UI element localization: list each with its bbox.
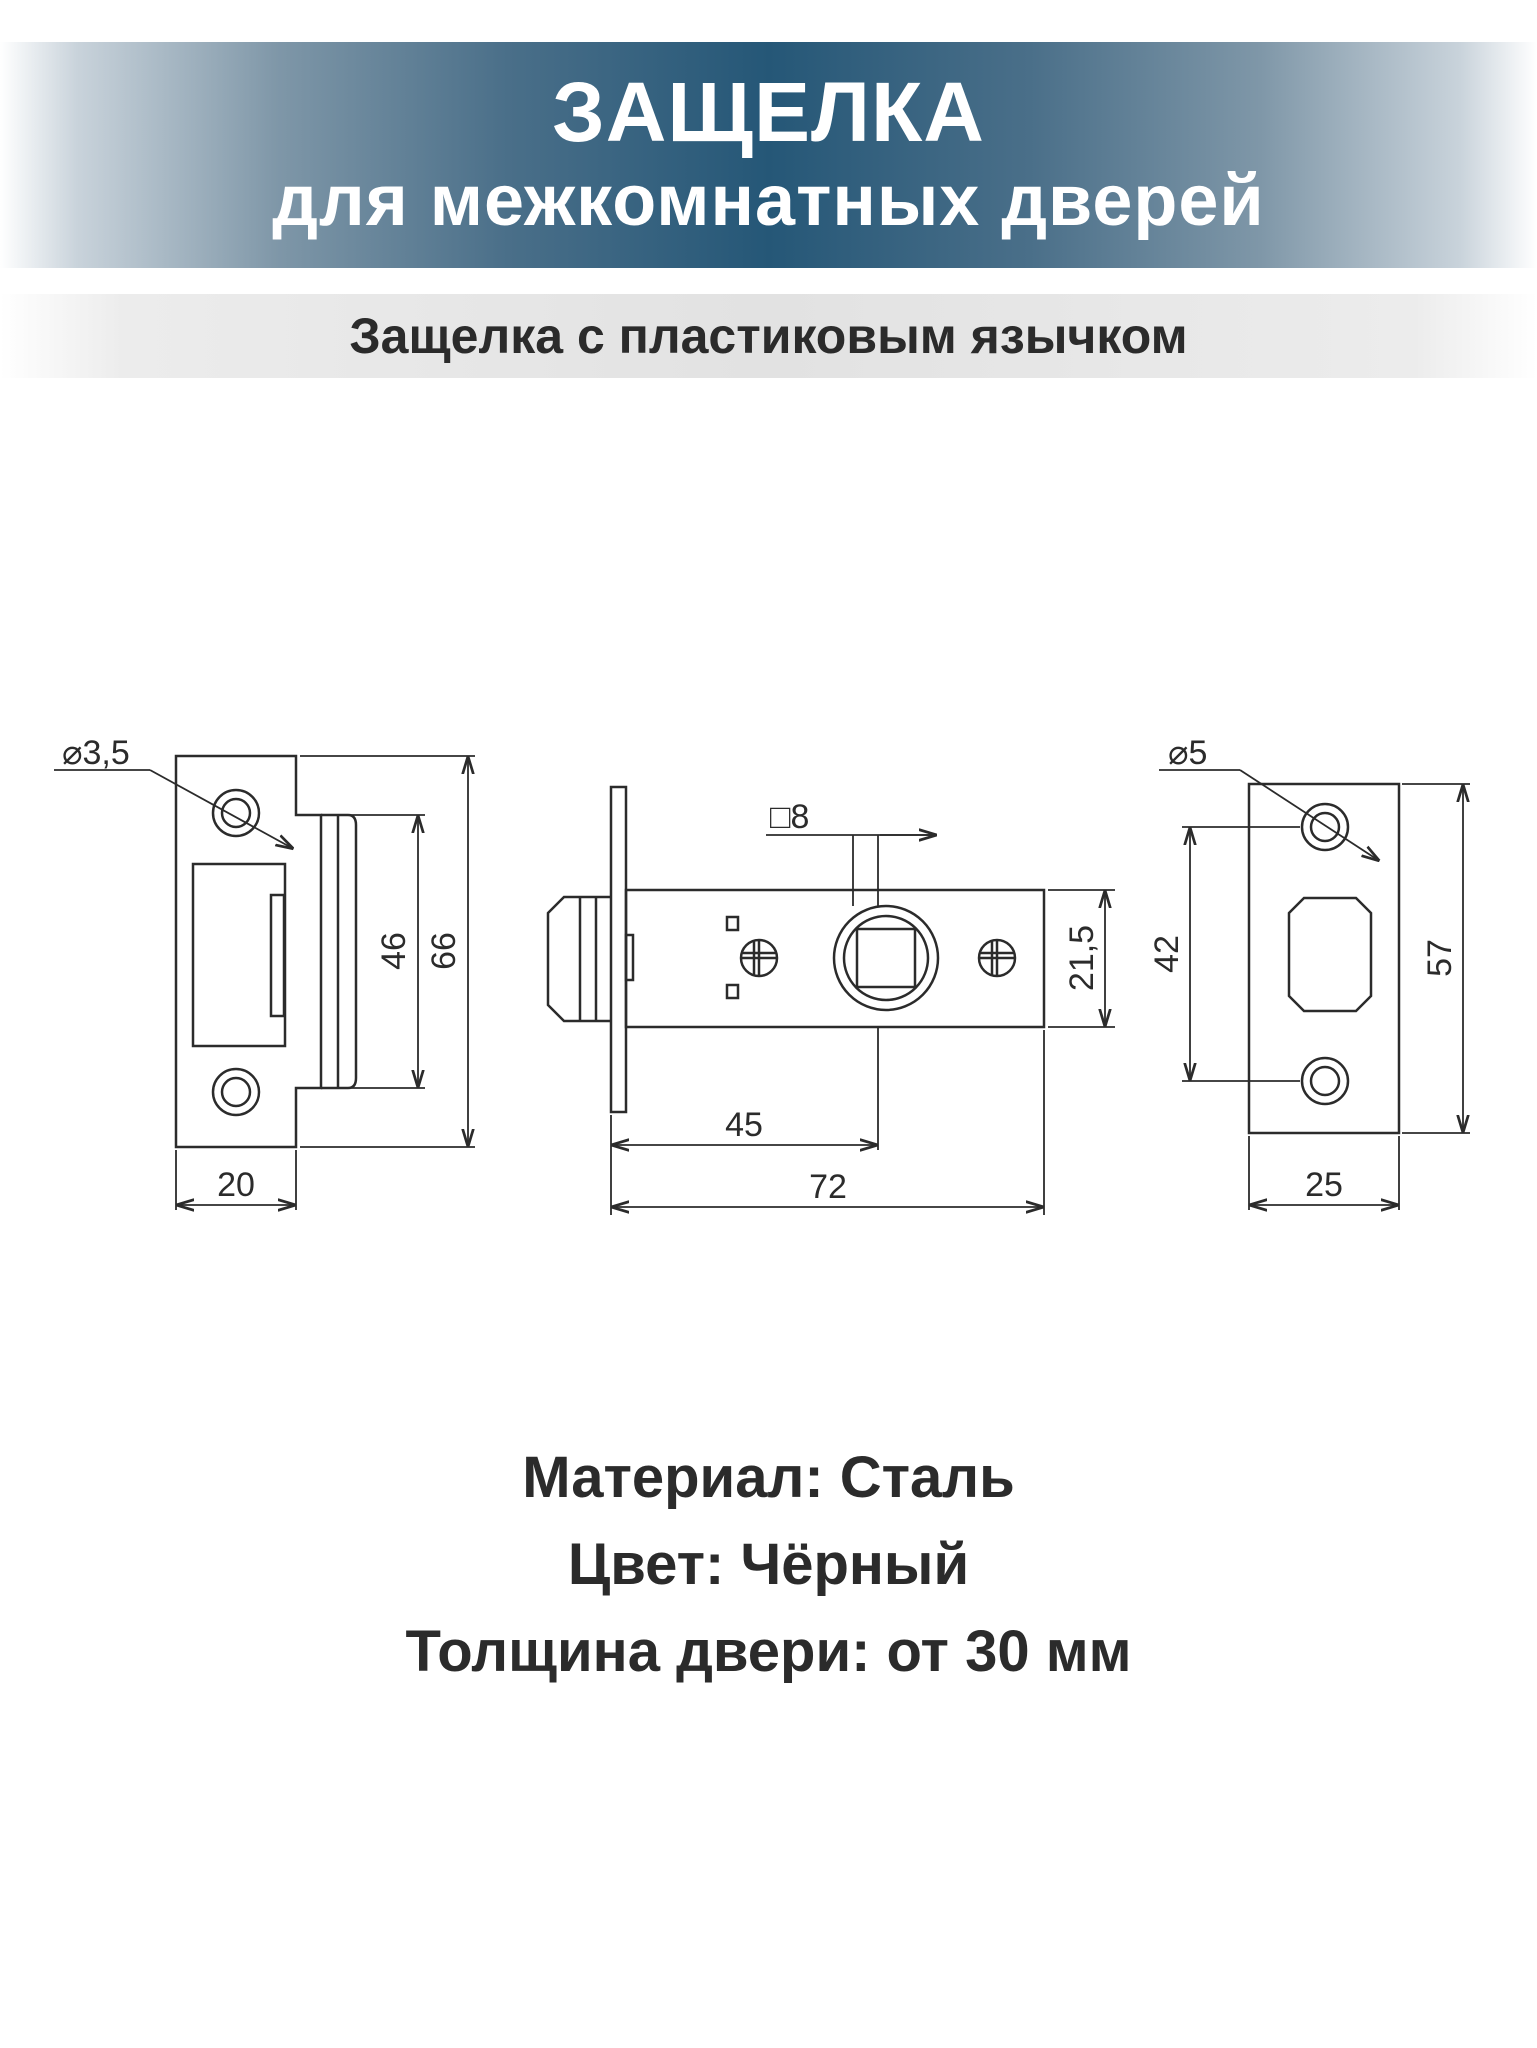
latch-body: [546, 785, 1046, 1114]
square-size-label: □8: [770, 798, 809, 836]
strike-plate: [174, 754, 358, 1149]
faceplate-dimensions: [1159, 769, 1470, 1210]
tagline-bar: [0, 294, 1537, 378]
tagline: Защелка с пластиковым язычком: [349, 308, 1188, 364]
page-title: ЗАЩЕЛКА: [552, 65, 985, 159]
strike-width-label: 20: [217, 1166, 255, 1204]
strike-dimensions: [54, 755, 475, 1210]
page-subtitle: для межкомнатных дверей: [272, 161, 1265, 241]
latch-dimensions: [610, 835, 1115, 1215]
faceplate: [1247, 782, 1401, 1135]
strike-inner-height-label: 46: [375, 932, 413, 970]
spec-material: Материал: Сталь: [522, 1445, 1015, 1510]
body-height-label: 21,5: [1063, 925, 1101, 991]
header-banner: [0, 42, 1537, 268]
spec-color: Цвет: Чёрный: [567, 1532, 970, 1597]
faceplate-width-label: 25: [1305, 1166, 1343, 1204]
faceplate-hole-spacing-label: 42: [1148, 935, 1186, 973]
strike-hole-diameter-label: ⌀3,5: [62, 734, 130, 772]
faceplate-height-label: 57: [1421, 939, 1459, 977]
body-length-label: 72: [809, 1168, 847, 1206]
faceplate-hole-diameter-label: ⌀5: [1168, 734, 1207, 772]
strike-height-label: 66: [425, 932, 463, 970]
spec-door-thickness: Толщина двери: от 30 мм: [405, 1619, 1132, 1684]
backset-label: 45: [725, 1106, 763, 1144]
